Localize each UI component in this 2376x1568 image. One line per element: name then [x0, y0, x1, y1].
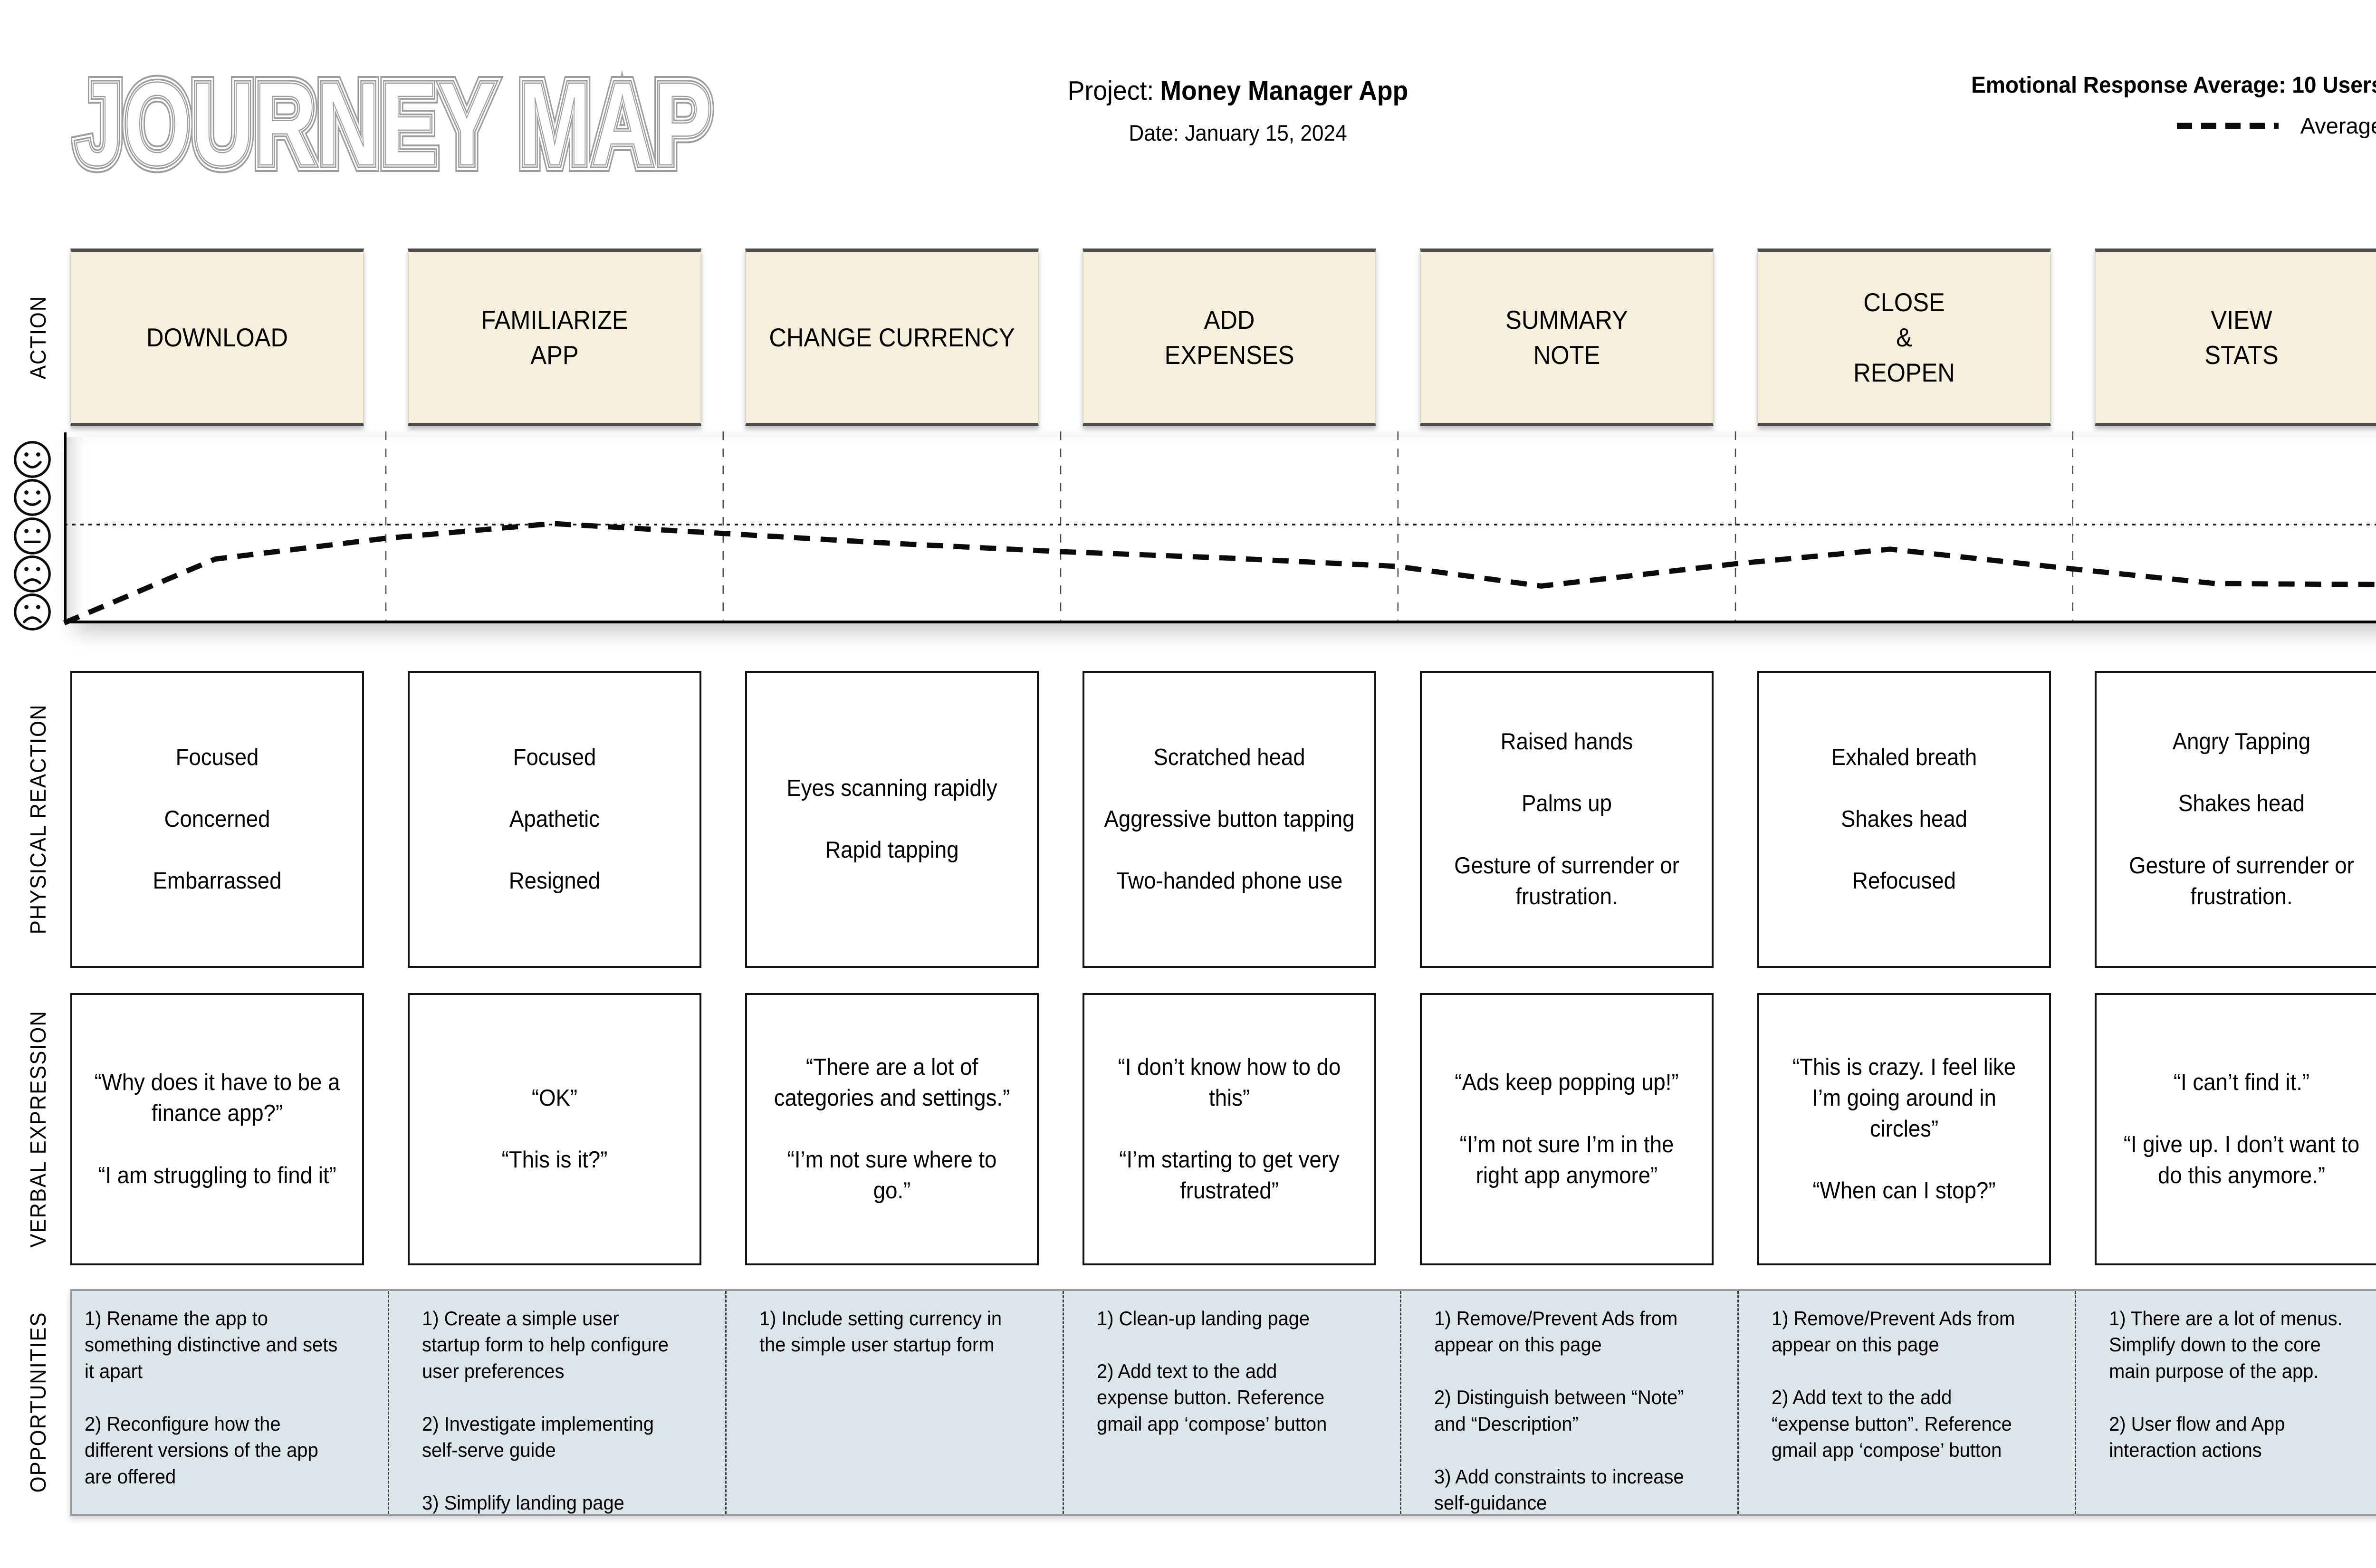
journey-map-logo-art: JOURNEY MAP JOURNEY MAP JOURNEY MAP JOUR…: [68, 50, 719, 197]
physical-cell-summary-note: Raised hands Palms up Gesture of surrend…: [1420, 671, 1714, 968]
average-curve: [63, 521, 2376, 626]
opportunities-column-separator: [387, 1291, 389, 1514]
svg-text:JOURNEY MAP: JOURNEY MAP: [75, 57, 712, 178]
svg-text:JOURNEY MAP: JOURNEY MAP: [75, 57, 712, 178]
opportunities-column-separator: [2074, 1291, 2076, 1514]
verbal-cell-close-reopen: “This is crazy. I feel like I’m going ar…: [1757, 993, 2051, 1265]
opportunities-column-separator: [725, 1291, 727, 1514]
emotion-chart-svg: [63, 431, 2376, 626]
verbal-expression-row: “Why does it have to be a finance app?” …: [70, 993, 2376, 1265]
row-label-opportunities: OPPORTUNITIES: [26, 1311, 50, 1493]
project-label: Project:: [1067, 76, 1154, 106]
emotional-response-chart: [63, 431, 2376, 626]
physical-cell-close-reopen: Exhaled breath Shakes head Refocused: [1757, 671, 2051, 968]
svg-text:JOURNEY MAP: JOURNEY MAP: [75, 57, 712, 178]
journey-map-logo: JOURNEY MAP JOURNEY MAP JOURNEY MAP JOUR…: [68, 50, 719, 197]
opportunities-column-separator: [1737, 1291, 1739, 1514]
action-stage-familiarize-app: FAMILIARIZE APP: [408, 249, 701, 426]
action-stage-close-reopen: CLOSE & REOPEN: [1757, 249, 2051, 426]
legend-title: Emotional Response Average: 10 Users: [1971, 73, 2376, 98]
opportunities-band: 1) Rename the app to something distincti…: [70, 1289, 2376, 1516]
action-stage-download: DOWNLOAD: [70, 249, 364, 426]
physical-cell-download: Focused Concerned Embarrassed: [70, 671, 364, 968]
opportunities-row: 1) Rename the app to something distincti…: [72, 1291, 2376, 1514]
unhappy-face-icon: [13, 555, 52, 593]
physical-reaction-row: Focused Concerned Embarrassed Focused Ap…: [70, 671, 2376, 968]
opportunities-cell-close-reopen: 1) Remove/Prevent Ads from appear on thi…: [1772, 1307, 2015, 1462]
verbal-cell-familiarize-app: “OK” “This is it?”: [408, 993, 701, 1265]
row-label-physical-reaction: PHYSICAL REACTION: [26, 704, 50, 935]
physical-cell-view-stats: Angry Tapping Shakes head Gesture of sur…: [2095, 671, 2376, 968]
verbal-cell-add-expenses: “I don’t know how to do this” “I’m start…: [1083, 993, 1376, 1265]
row-label-verbal-expression: VERBAL EXPRESSION: [26, 1010, 50, 1248]
opportunities-cell-summary-note: 1) Remove/Prevent Ads from appear on thi…: [1434, 1307, 1684, 1514]
project-date: Date: January 15, 2024: [1129, 120, 1347, 145]
physical-cell-add-expenses: Scratched head Aggressive button tapping…: [1083, 671, 1376, 968]
happy-face-icon: [13, 478, 52, 517]
physical-cell-change-currency: Eyes scanning rapidly Rapid tapping: [745, 671, 1039, 968]
verbal-cell-change-currency: “There are a lot of categories and setti…: [745, 993, 1039, 1265]
action-stage-summary-note: SUMMARY NOTE: [1420, 249, 1714, 426]
svg-text:JOURNEY MAP: JOURNEY MAP: [75, 57, 712, 178]
opportunities-cell-download: 1) Rename the app to something distincti…: [85, 1307, 338, 1488]
svg-text:JOURNEY MAP: JOURNEY MAP: [75, 57, 712, 178]
opportunities-column-separator: [1063, 1291, 1064, 1514]
verbal-cell-download: “Why does it have to be a finance app?” …: [70, 993, 364, 1265]
action-stage-change-currency: CHANGE CURRENCY: [745, 249, 1039, 426]
action-row: DOWNLOAD FAMILIARIZE APP CHANGE CURRENCY…: [70, 249, 2376, 426]
verbal-cell-summary-note: “Ads keep popping up!” “I’m not sure I’m…: [1420, 993, 1714, 1265]
action-stage-add-expenses: ADD EXPENSES: [1083, 249, 1376, 426]
opportunities-column-separator: [1399, 1291, 1401, 1514]
neutral-face-icon: [13, 516, 52, 555]
row-label-action: ACTION: [26, 295, 50, 380]
legend-average-label: Average: [2300, 113, 2376, 138]
opportunities-cell-view-stats: 1) There are a lot of menus. Simplify do…: [2109, 1307, 2343, 1462]
chart-legend: Emotional Response Average: 10 Users Ave…: [1954, 72, 2376, 139]
physical-cell-familiarize-app: Focused Apathetic Resigned: [408, 671, 701, 968]
dashed-line-sample-icon: [2176, 123, 2279, 129]
very-unhappy-face-icon: [13, 593, 52, 631]
project-header: Project:Money Manager App Date: January …: [941, 75, 1535, 146]
verbal-cell-view-stats: “I can’t find it.” “I give up. I don’t w…: [2095, 993, 2376, 1265]
action-stage-view-stats: VIEW STATS: [2095, 249, 2376, 426]
legend-row: Average: [1954, 113, 2376, 139]
very-happy-face-icon: [13, 440, 52, 479]
project-name: Money Manager App: [1160, 76, 1408, 106]
opportunities-cell-change-currency: 1) Include setting curren­cy in the simp…: [759, 1307, 1002, 1356]
project-title: Project:Money Manager App: [959, 75, 1517, 106]
opportunities-cell-add-expenses: 1) Clean-up landing page 2) Add text to …: [1097, 1307, 1327, 1435]
opportunities-cell-familiarize-app: 1) Create a simple user startup form to …: [422, 1307, 669, 1514]
